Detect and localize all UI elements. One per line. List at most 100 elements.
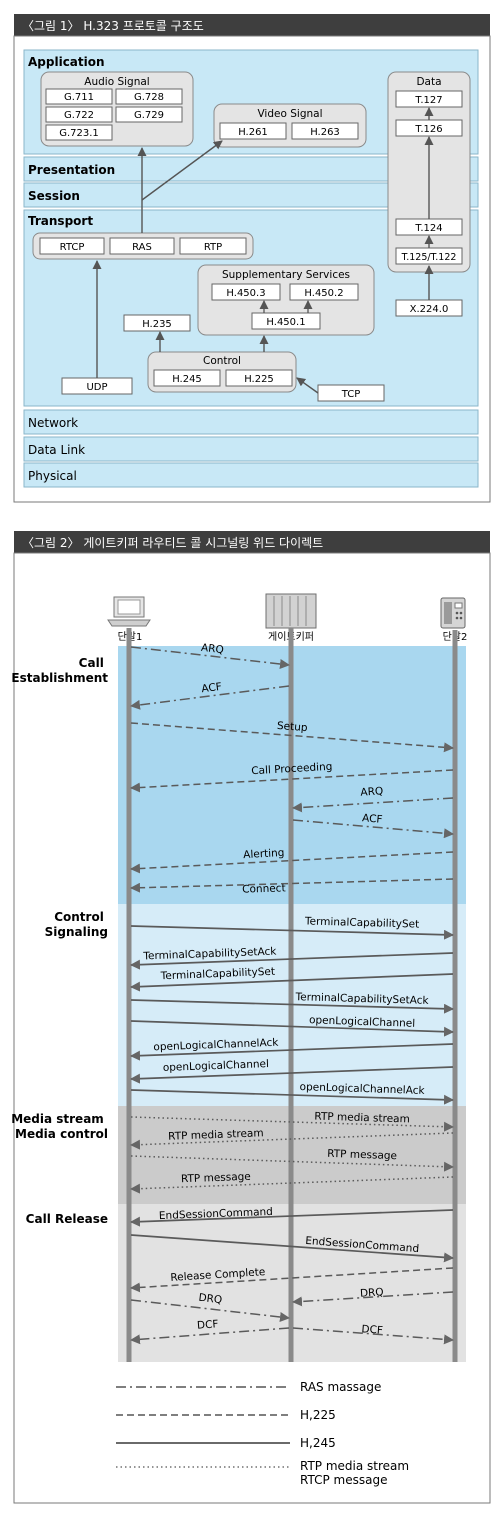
rtcp-label: RTCP: [60, 242, 85, 253]
message-label-call-establishment-4: ARQ: [360, 785, 383, 798]
rtp-label: RTP: [204, 242, 222, 253]
message-label-call-release-6: DCF: [361, 1323, 383, 1337]
h235-label: H.235: [142, 319, 172, 330]
codec-h261: H.261: [238, 127, 268, 138]
phase-label-call-release-line1: Call Release: [26, 1212, 108, 1226]
t125-label: T.125/T.122: [401, 252, 457, 263]
layer-transport-label: Transport: [28, 214, 93, 228]
h245-box: [153, 369, 221, 387]
rtp-box: [179, 237, 247, 255]
message-arrow-control-signaling-4: [130, 1020, 454, 1037]
message-label-call-establishment-2: Setup: [277, 720, 309, 734]
message-label-control-signaling-2: TerminalCapabilitySet: [160, 966, 276, 983]
message-arrow-control-signaling-3: [130, 999, 454, 1014]
message-label-control-signaling-7: openLogicalChannelAck: [299, 1081, 425, 1097]
message-arrow-call-release-3: [292, 1291, 454, 1307]
layer-physical-label: Physical: [28, 469, 77, 483]
phase-label-call-establishment-line2: Establishment: [11, 671, 108, 685]
message-label-media-0: RTP media stream: [314, 1111, 410, 1126]
message-arrow-control-signaling-7: [130, 1089, 454, 1105]
figure2: 〈그림 2〉 게이트키퍼 라우티드 콜 시그널링 위드 다이렉트 단말1 게이트…: [11, 531, 491, 1504]
codec-g711: G.711: [64, 92, 94, 103]
figure2-title-bar: [14, 531, 490, 553]
h4502-box: [289, 283, 359, 301]
message-arrow-call-establishment-0: [130, 646, 290, 669]
phase-label-media-line2: Media control: [15, 1127, 108, 1141]
x224-label: X.224.0: [410, 304, 449, 315]
message-label-control-signaling-6: openLogicalChannel: [163, 1058, 269, 1074]
phone-icon: [440, 597, 466, 629]
data-title: Data: [416, 76, 441, 88]
video-signal-title: Video Signal: [257, 108, 322, 120]
legend-rtp-label-line2: RTCP message: [300, 1473, 387, 1487]
phase-label-media: Media stream Media control: [11, 1112, 108, 1141]
message-label-call-release-4: DRQ: [198, 1292, 223, 1307]
message-label-control-signaling-3: TerminalCapabilitySetAck: [294, 991, 429, 1007]
h225-label: H.225: [244, 374, 274, 385]
message-label-control-signaling-4: openLogicalChannel: [309, 1014, 415, 1030]
message-label-call-release-5: DCF: [197, 1318, 219, 1332]
layer-data-link-label: Data Link: [28, 443, 85, 457]
rtcp-box: [39, 237, 105, 255]
legend-rtp-label: RTP media stream RTCP message: [300, 1459, 413, 1487]
codec-g7231: G.723.1: [59, 128, 99, 139]
h245-label: H.245: [172, 374, 202, 385]
message-label-call-establishment-3: Call Proceeding: [251, 761, 333, 778]
layer-network: [23, 409, 479, 435]
codec-g711-box: [45, 88, 113, 105]
message-arrow-call-release-4: [130, 1299, 290, 1322]
message-label-call-establishment-7: Connect: [242, 882, 286, 895]
phase-label-media-line1: Media stream: [11, 1112, 104, 1126]
message-label-call-release-3: DRQ: [360, 1286, 384, 1299]
h4502-label: H.450.2: [304, 288, 343, 299]
message-label-call-establishment-1: ACF: [201, 681, 223, 695]
udp-label: UDP: [86, 382, 107, 393]
layer-session-label: Session: [28, 189, 80, 203]
message-label-media-1: RTP media stream: [168, 1127, 264, 1143]
figure1: 〈그림 1〉 H.323 프로토콜 구조도 Application Presen…: [13, 14, 491, 503]
arrow-tcp-control: [296, 377, 319, 394]
ras-box: [109, 237, 175, 255]
message-label-control-signaling-5: openLogicalChannelAck: [153, 1037, 279, 1054]
codec-g7231-box: [45, 124, 113, 141]
control-title: Control: [203, 355, 241, 367]
message-arrow-call-establishment-6: [130, 851, 454, 874]
figure1-title-bar: [14, 14, 490, 36]
legend-rtp-label-line1: RTP media stream: [300, 1459, 409, 1473]
tcp-label: TCP: [341, 389, 361, 400]
laptop-icon: [107, 596, 151, 627]
message-label-call-release-2: Release Complete: [170, 1266, 266, 1284]
figure1-title: 〈그림 1〉 H.323 프로토콜 구조도: [22, 19, 204, 33]
message-label-control-signaling-0: TerminalCapabilitySet: [304, 915, 420, 930]
message-arrow-call-release-6: [292, 1327, 454, 1345]
phase-label-call-release: Call Release: [26, 1212, 108, 1226]
message-arrow-call-establishment-3: [130, 769, 454, 793]
figure2-title: 〈그림 2〉 게이트키퍼 라우티드 콜 시그널링 위드 다이렉트: [22, 536, 323, 550]
message-arrow-call-release-2: [130, 1267, 454, 1293]
message-label-call-establishment-6: Alerting: [243, 847, 285, 861]
h4503-box: [211, 283, 281, 301]
codec-g729: G.729: [134, 110, 164, 121]
message-arrow-call-release-1: [130, 1234, 454, 1263]
ras-label: RAS: [132, 242, 152, 253]
t124-label: T.124: [414, 223, 442, 234]
message-arrow-control-signaling-5: [130, 1043, 454, 1061]
codec-g722-box: [45, 106, 113, 123]
codec-h263: H.263: [310, 127, 340, 138]
message-label-call-establishment-5: ACF: [362, 812, 383, 826]
message-label-call-release-0: EndSessionCommand: [159, 1206, 273, 1222]
message-label-media-3: RTP message: [181, 1171, 251, 1186]
phase-label-control-signaling-line2: Signaling: [45, 925, 108, 939]
message-label-control-signaling-1: TerminalCapabilitySetAck: [142, 945, 277, 962]
phase-label-control-signaling-line1: Control: [54, 910, 104, 924]
codec-g722: G.722: [64, 110, 94, 121]
message-arrow-control-signaling-1: [130, 952, 454, 970]
server-rack-icon: [265, 593, 317, 629]
message-arrow-call-establishment-5: [292, 819, 454, 839]
message-arrow-call-establishment-7: [130, 878, 454, 893]
arrow-ras-video: [141, 140, 223, 201]
t127-label: T.127: [414, 95, 442, 106]
message-arrow-call-release-5: [130, 1327, 290, 1345]
